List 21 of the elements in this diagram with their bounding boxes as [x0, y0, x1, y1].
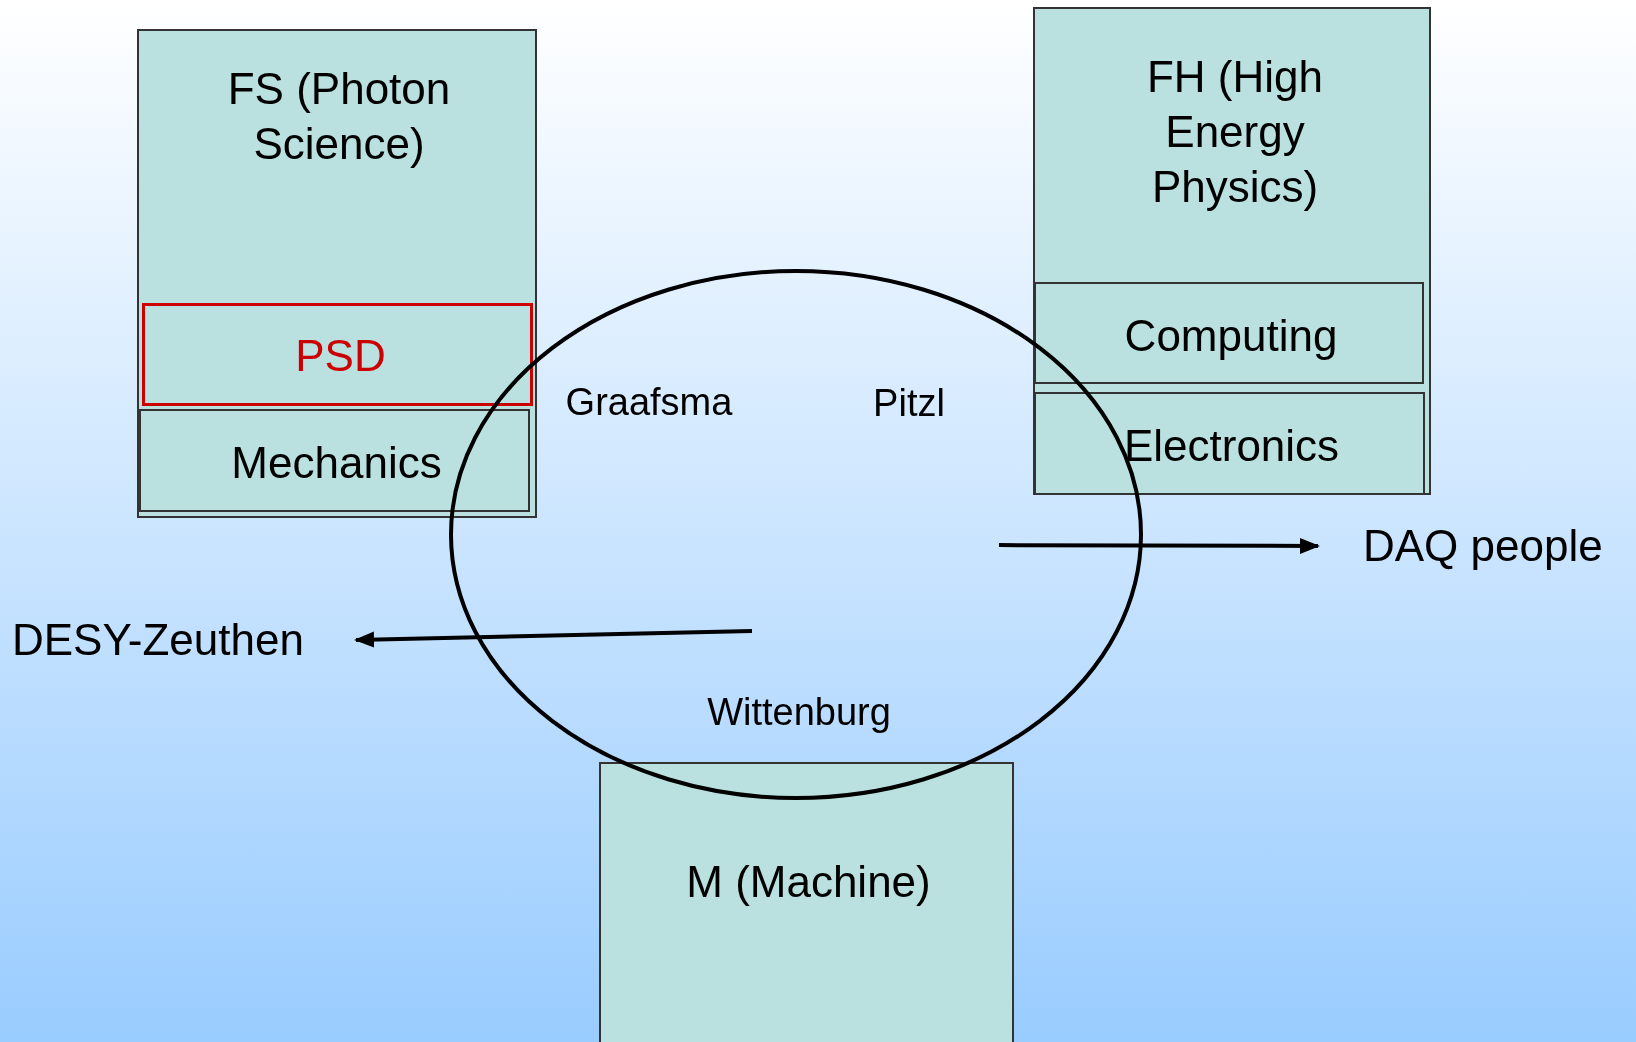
box-title: M (Machine): [685, 856, 932, 908]
sub-box: [139, 409, 530, 512]
sub-box: [1034, 282, 1424, 384]
box-label: PSD: [294, 330, 387, 382]
group-box: [1033, 7, 1431, 495]
group-box: [599, 762, 1014, 1042]
box-title: FH (High Energy Physics): [1146, 51, 1324, 213]
person-name: Pitzl: [872, 381, 946, 426]
box-label: Electronics: [1122, 420, 1341, 472]
person-name: Wittenburg: [706, 690, 892, 735]
sub-box: [1034, 392, 1425, 495]
box-label: Mechanics: [230, 437, 443, 489]
group-box: [137, 29, 537, 518]
arrow: [999, 537, 1320, 554]
node-label: DAQ people: [1363, 520, 1604, 572]
node-label: DESY-Zeuthen: [12, 614, 305, 666]
highlighted-box: [142, 303, 533, 406]
arrow: [354, 629, 753, 648]
box-title: FS (Photon Science): [226, 63, 452, 170]
box-label: Computing: [1123, 310, 1339, 362]
person-name: Graafsma: [564, 380, 734, 425]
